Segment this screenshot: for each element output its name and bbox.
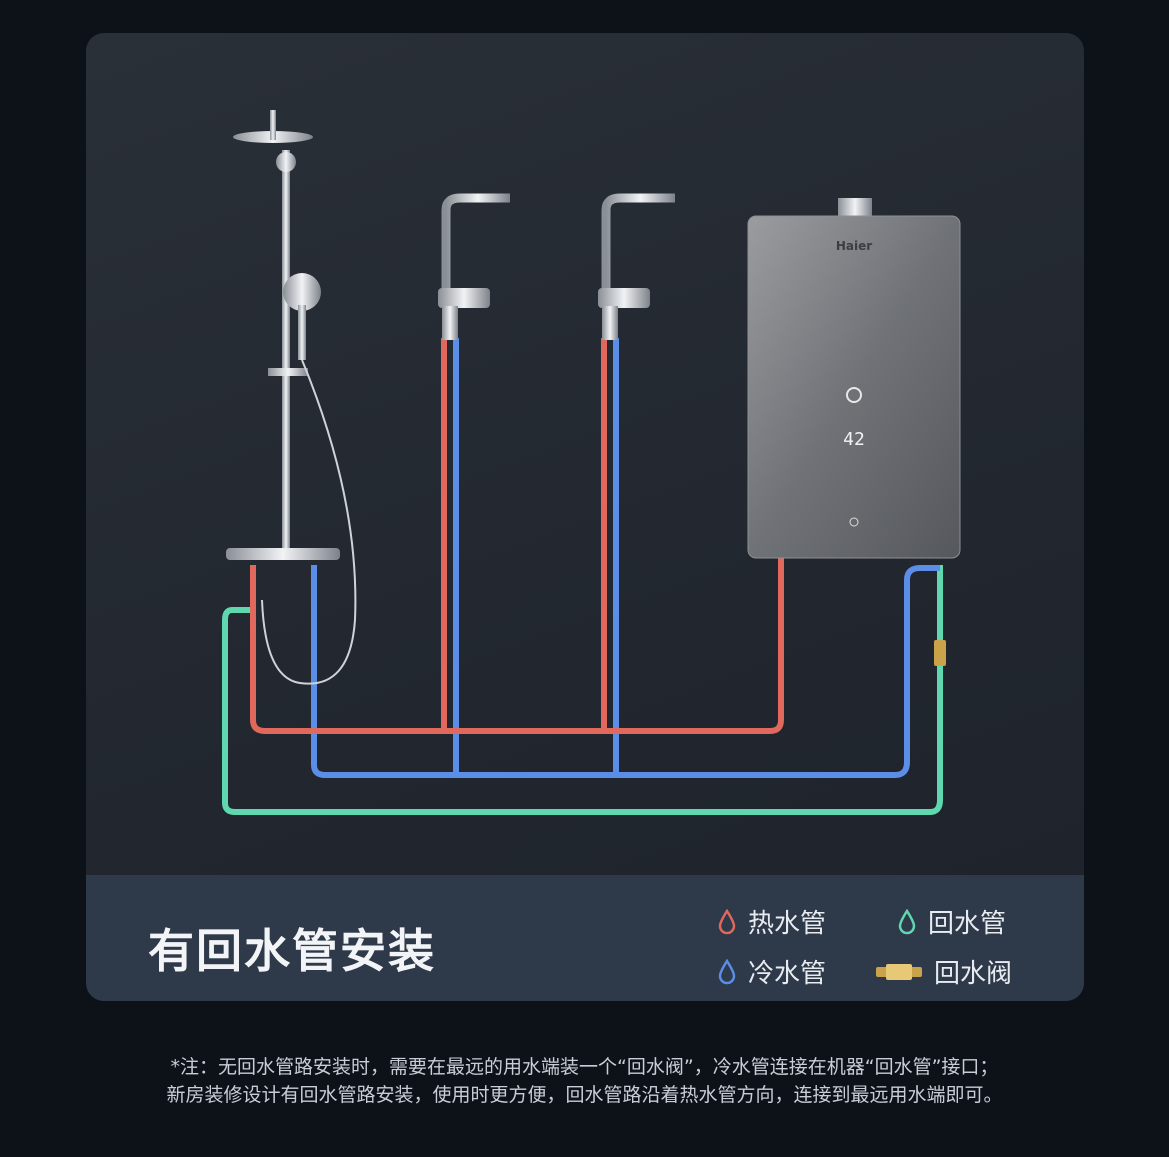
heater-temperature-display: 42 [843, 429, 865, 450]
installation-note: *注：无回水管路安装时，需要在最远的用水端装一个“回水阀”，冷水管连接在机器“回… [0, 1053, 1169, 1109]
installation-diagram: Haier 42 [222, 110, 961, 815]
legend-label: 冷水管 [748, 959, 827, 989]
legend-hot-water: 热水管 [718, 903, 826, 940]
diagram-title: 有回水管安装 [148, 924, 436, 978]
valve-icon [876, 963, 922, 980]
cold-water-pipe [311, 565, 940, 778]
legend-cold-water: 冷水管 [718, 953, 826, 990]
note-line-1: *注：无回水管路安装时，需要在最远的用水端装一个“回水阀”，冷水管连接在机器“回… [170, 1056, 999, 1078]
legend-return-valve: 回水阀 [876, 953, 1012, 990]
legend-label: 回水管 [928, 909, 1007, 939]
legend-label: 回水阀 [934, 959, 1013, 989]
legend-label: 热水管 [748, 909, 827, 939]
droplet-icon [718, 958, 736, 984]
faucet-2 [598, 193, 675, 340]
note-line-2: 新房装修设计有回水管路安装，使用时更方便，回水管路沿着热水管方向，连接到最远用水… [166, 1084, 1003, 1106]
droplet-icon [898, 908, 916, 934]
return-valve [934, 640, 946, 666]
heater-brand-logo: Haier [836, 239, 872, 253]
hot-water-pipe [250, 558, 784, 734]
shower-set [226, 110, 357, 685]
return-water-pipe [222, 565, 943, 815]
water-heater: Haier 42 [747, 198, 961, 559]
faucet-1 [438, 193, 510, 340]
legend-return-water: 回水管 [898, 903, 1006, 940]
diagram-panel: Haier 42 有回水管安装 热水管 回水管 冷水管 回水阀 [86, 33, 1084, 1001]
droplet-icon [718, 908, 736, 934]
legend-bar: 有回水管安装 热水管 回水管 冷水管 回水阀 [86, 875, 1084, 1001]
